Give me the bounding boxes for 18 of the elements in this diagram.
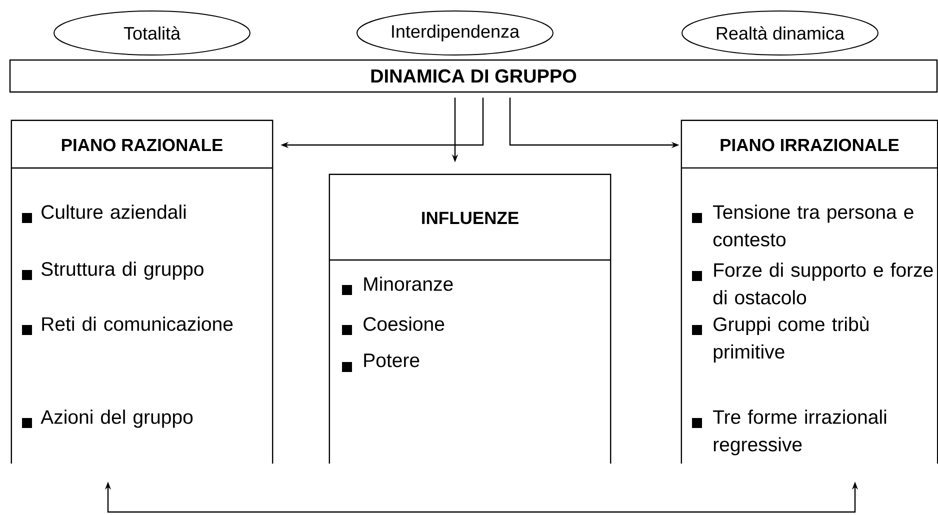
column-box xyxy=(328,174,612,464)
list-item: Minoranze xyxy=(364,276,453,291)
list-item: Struttura di gruppo xyxy=(41,262,204,280)
list-item: Reti di comunicazione xyxy=(42,316,233,331)
list-item: Tre forme irrazionali regressive xyxy=(713,410,886,456)
column-heading: PIANO RAZIONALE xyxy=(62,138,222,152)
list-item: Azioni del gruppo xyxy=(40,410,193,428)
list-item: Culture aziendali xyxy=(42,204,186,219)
list-item: Coesione xyxy=(364,316,444,331)
list-item: Tensione tra persona e contesto xyxy=(713,204,914,246)
list-item: Potere xyxy=(364,354,420,368)
list-item: Forze di supporto e forze di ostacolo xyxy=(713,262,933,304)
column-heading: INFLUENZE xyxy=(422,212,518,224)
list-item: Gruppi come tribù primitive xyxy=(714,316,868,362)
column-box xyxy=(10,120,274,464)
column-heading: PIANO IRRAZIONALE xyxy=(720,138,899,152)
title-banner: DINAMICA DI GRUPPO xyxy=(9,59,938,93)
column-box xyxy=(680,120,938,464)
